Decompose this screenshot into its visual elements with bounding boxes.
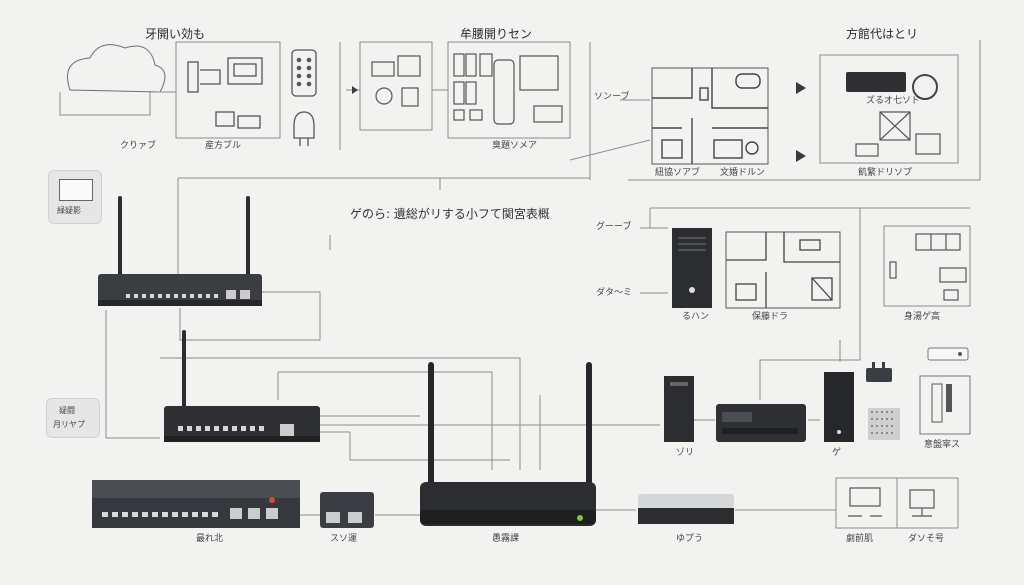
tag-mid-line2: 月リヤプ: [53, 420, 85, 429]
floor-plan-left-label: 紐協ソアブ: [655, 168, 701, 178]
floor-plan-2-icon: [726, 232, 840, 308]
room-layout-2-icon: [889, 233, 967, 301]
device-row-label-2: ゲ: [832, 448, 842, 458]
media-box: [638, 494, 734, 524]
right-room-label: 飢繁ドリソプ: [858, 168, 913, 178]
small-adapter: [320, 492, 374, 528]
router-middle: [164, 330, 320, 442]
bottom-right-label-2: ダソそ号: [908, 534, 945, 544]
section-title-left: 牙開い効も: [145, 27, 206, 41]
router-center: [420, 362, 596, 526]
mesh-panel: [868, 408, 900, 440]
bottom-right-label-1: 劇前肌: [846, 534, 874, 544]
left-panel-label: 産方ブル: [205, 141, 242, 151]
tag-card-middle: 疑闘 月リヤプ: [46, 398, 100, 438]
room-layout-icons: [371, 53, 563, 125]
tag-mid-line1: 疑闘: [59, 406, 75, 415]
power-adapter: [866, 362, 892, 382]
tag-top-label: 緑疑影: [57, 206, 81, 215]
pc-tower-small: [664, 376, 694, 442]
right-mid-label: 身湯ゲ高: [904, 312, 941, 322]
device-row-label-1: ゾリ: [676, 448, 695, 458]
middle-panel-label: 臭題ソメア: [492, 141, 538, 151]
display-device: [919, 375, 971, 435]
bottom-box-label: ゆプう: [676, 534, 704, 544]
arrow-label-1: ソンーブ: [594, 92, 630, 102]
nas-device: [846, 72, 906, 92]
furniture-icons: [855, 111, 941, 157]
pc-tower-large: [824, 372, 854, 442]
bottom-switch-label: 最れ北: [196, 534, 224, 544]
server-label: るハン: [682, 312, 710, 322]
phone-icon: [291, 49, 317, 146]
small-box-device: [927, 347, 969, 361]
workstation-icons: [848, 487, 935, 517]
right-room-inner-label: ズるオ七ソド: [866, 96, 921, 106]
document-icon: [59, 179, 93, 201]
floor-plan-right-label: 文婚ドルン: [720, 168, 765, 178]
speaker-icon: [912, 74, 938, 100]
cloud-label: クりァブ: [120, 141, 157, 151]
arrow-label-2: グーーブ: [596, 222, 632, 232]
office-equipment-icons: [187, 57, 263, 129]
tag-card-top: 緑疑影: [48, 170, 102, 224]
arrow-label-3: ダタ～ミ: [596, 288, 633, 298]
router-top-left: [98, 196, 262, 306]
bottom-small-label: スソ運: [330, 534, 358, 544]
floor-plan-2-label: 保藤ドラ: [752, 312, 789, 322]
bottom-router-label: 愚霧課: [492, 534, 520, 544]
center-caption: ゲのら: 遺総がリする小フて関宮表概: [350, 207, 550, 221]
hub-device: [716, 404, 806, 442]
floor-plan-icon: [652, 68, 768, 164]
server-tower: [672, 228, 712, 308]
section-title-middle: 牟腰開りセン: [460, 27, 533, 41]
switch-bottom-left: [92, 480, 300, 528]
section-title-right: 方館代はとリ: [846, 27, 919, 41]
device-right-label: 意盤宰ス: [924, 440, 961, 450]
